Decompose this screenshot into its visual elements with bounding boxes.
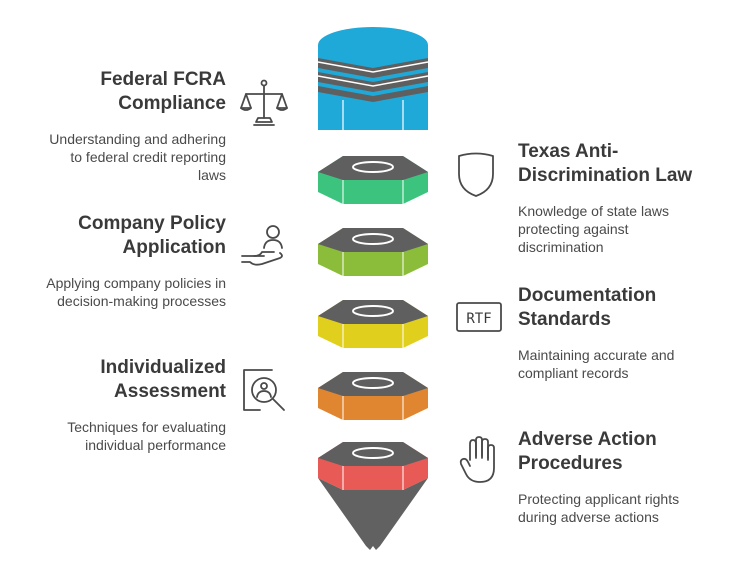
- item-title: Federal FCRA Compliance: [100, 69, 226, 114]
- segment-orange: [318, 372, 428, 420]
- item-title: Adverse Action Procedures: [518, 429, 657, 474]
- hand-person-icon: [240, 222, 286, 268]
- item-description: Techniques for evaluating individual per…: [67, 419, 226, 453]
- item-texas-anti-discrimination: Texas Anti-Discrimination Law Knowledge …: [518, 140, 708, 256]
- shield-icon: [456, 150, 496, 198]
- item-company-policy: Company Policy Application Applying comp…: [20, 212, 226, 310]
- item-description: Understanding and adhering to federal cr…: [49, 131, 226, 183]
- scales-icon: [240, 78, 288, 128]
- item-title: Documentation Standards: [518, 285, 657, 330]
- segment-yellow: [318, 300, 428, 348]
- segment-green: [318, 156, 428, 204]
- item-individualized-assessment: Individualized Assessment Techniques for…: [40, 356, 226, 454]
- item-adverse-action: Adverse Action Procedures Protecting app…: [518, 428, 708, 526]
- segment-lime: [318, 228, 428, 276]
- item-documentation-standards: Documentation Standards Maintaining accu…: [518, 284, 708, 382]
- rtf-file-icon: RTF: [456, 302, 504, 332]
- magnify-person-icon: [240, 366, 288, 416]
- item-description: Applying company policies in decision-ma…: [46, 275, 226, 309]
- item-description: Protecting applicant rights during adver…: [518, 491, 680, 525]
- item-title: Individualized Assessment: [100, 357, 226, 402]
- top-cylinder: [317, 27, 429, 130]
- item-title: Texas Anti-Discrimination Law: [518, 141, 693, 186]
- rtf-label: RTF: [466, 311, 491, 327]
- item-federal-fcra: Federal FCRA Compliance Understanding an…: [40, 68, 226, 184]
- item-description: Maintaining accurate and compliant recor…: [518, 347, 675, 381]
- pencil-tip: [318, 478, 428, 550]
- hand-stop-icon: [458, 436, 502, 486]
- item-title: Company Policy Application: [78, 213, 226, 258]
- segment-red: [318, 442, 428, 490]
- item-description: Knowledge of state laws protecting again…: [518, 203, 669, 255]
